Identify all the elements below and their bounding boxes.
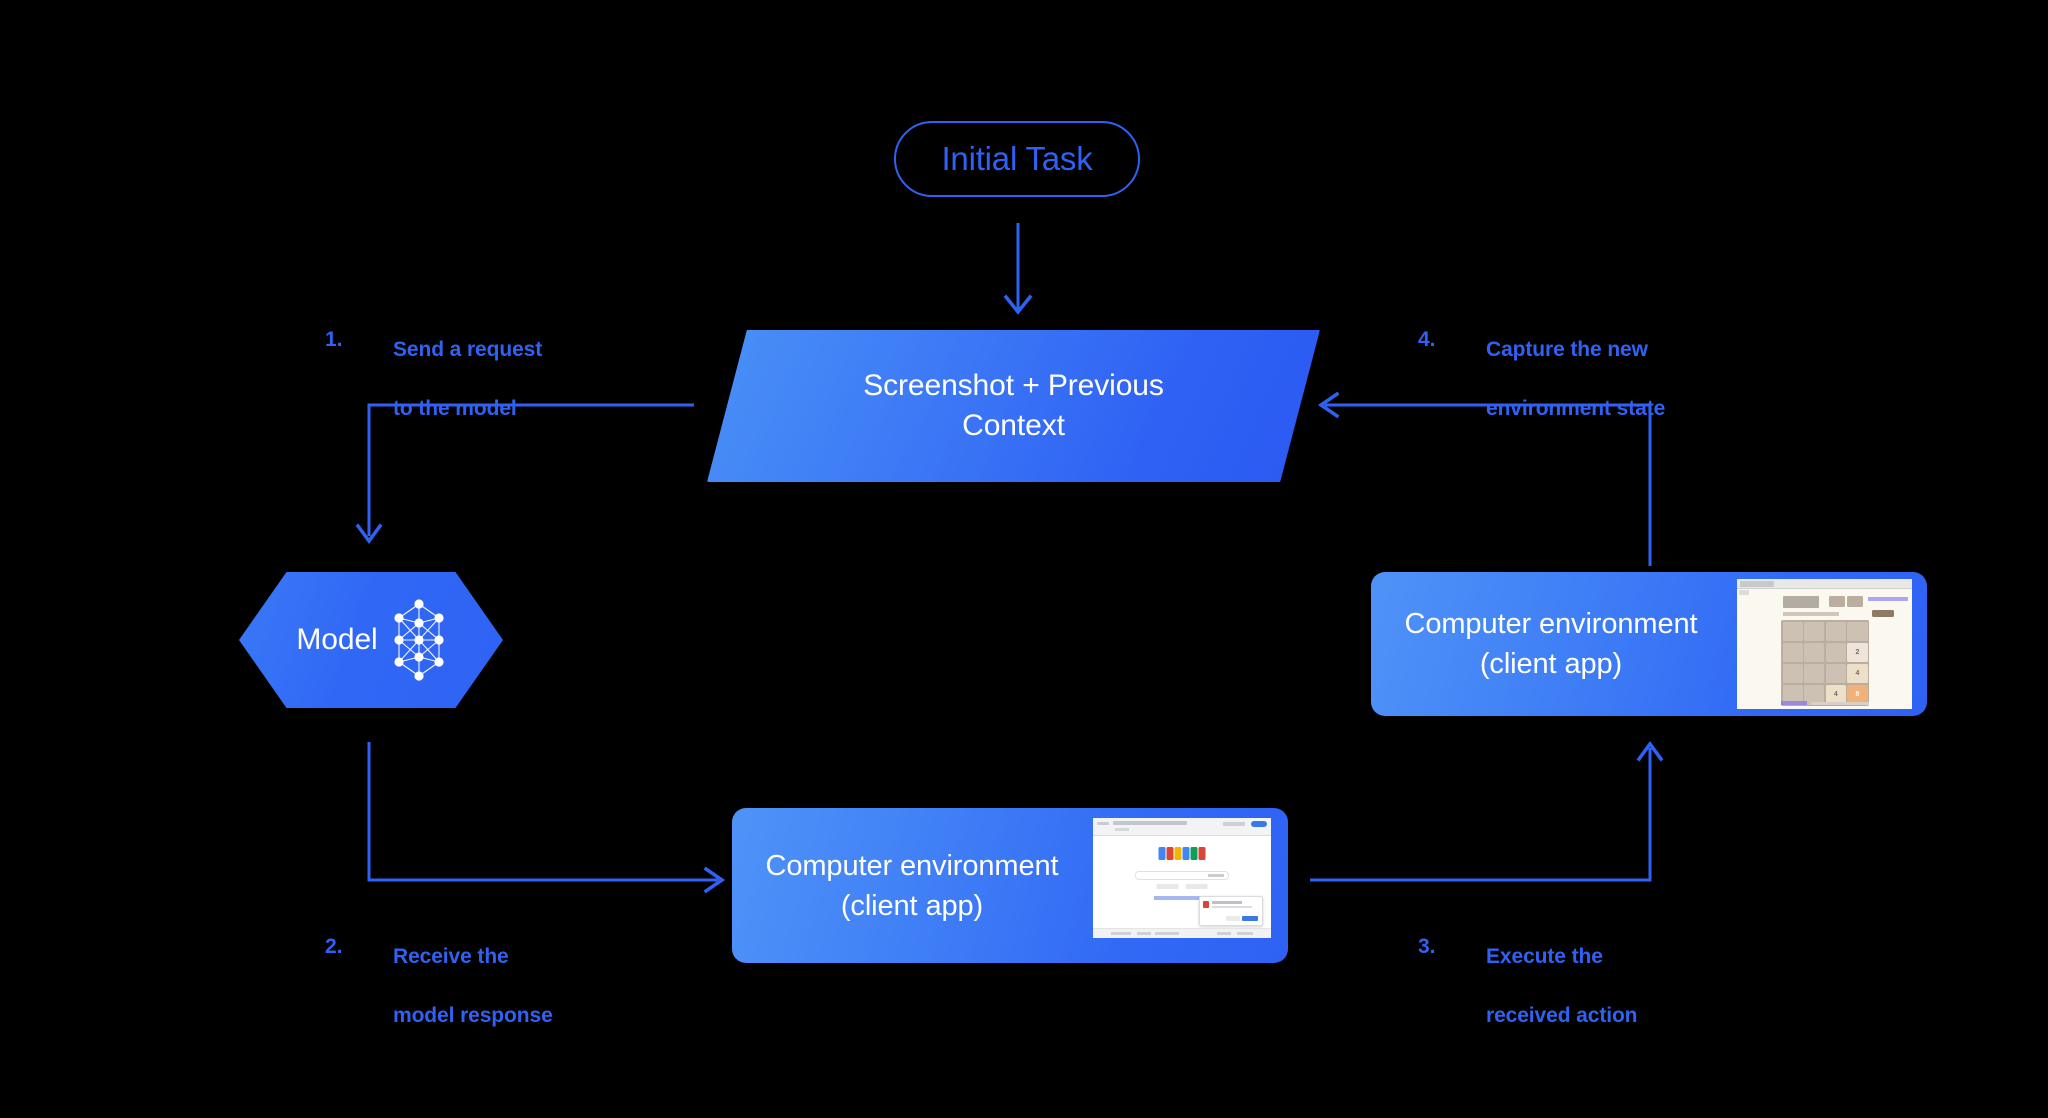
tile [1804, 684, 1825, 705]
connector-initialtask-to-context [1003, 223, 1033, 315]
tile [1804, 642, 1825, 663]
context-label-line1: Screenshot + Previous [863, 369, 1164, 403]
node-computer-environment-bottom[interactable]: Computer environment (client app) [732, 808, 1288, 963]
env-right-label: Computer environment (client app) [1371, 604, 1731, 684]
step-3-line2: received action [1486, 1004, 1638, 1028]
google-logo [1158, 847, 1206, 860]
tile [1782, 663, 1803, 684]
tile: 4 [1847, 663, 1868, 684]
step-4-number: 4. [1418, 328, 1436, 351]
node-model[interactable]: Model [239, 572, 503, 708]
step-1-number: 1. [325, 328, 343, 351]
step-3-number: 3. [1418, 935, 1436, 958]
google-offer-text [1154, 896, 1210, 900]
tile [1825, 642, 1846, 663]
tile [1804, 621, 1825, 642]
tile: 2 [1847, 642, 1868, 663]
step-3-label: 3. Execute the received action [1418, 912, 1638, 1031]
tile [1804, 663, 1825, 684]
thumbnail-google-search[interactable] [1093, 818, 1271, 938]
search-icons [1208, 874, 1224, 877]
context-label: Screenshot + Previous Context [707, 330, 1320, 482]
hexagon-shape [239, 572, 503, 708]
browser-tab-strip [1115, 828, 1129, 831]
tile: 4 [1825, 684, 1846, 705]
tile [1782, 642, 1803, 663]
game-2048-logo [1783, 596, 1819, 608]
tile [1782, 621, 1803, 642]
step-1-line1: Send a request [393, 337, 543, 361]
env-bottom-label: Computer environment (client app) [732, 845, 1092, 925]
initial-task-label: Initial Task [941, 140, 1093, 177]
step-2-line1: Receive the [393, 944, 509, 968]
avatar[interactable] [1251, 821, 1267, 827]
neural-network-icon [392, 598, 446, 682]
parallelogram-shape [707, 330, 1320, 482]
step-1-label: 1. Send a request to the model [325, 305, 542, 424]
connector-bottom-env-to-right-env [1310, 741, 1664, 882]
connector-model-to-bottom-env [367, 742, 726, 894]
google-search-input[interactable] [1135, 871, 1229, 880]
dialog-primary-button[interactable] [1242, 916, 1258, 921]
new-game-button[interactable] [1872, 610, 1894, 617]
env-right-label-line2: (client app) [1479, 648, 1623, 680]
tile [1825, 663, 1846, 684]
node-initial-task[interactable]: Initial Task [894, 121, 1140, 197]
google-search-button[interactable] [1156, 884, 1179, 889]
env-bottom-label-line2: (client app) [840, 889, 984, 922]
footer-link[interactable] [1781, 701, 1807, 705]
browser-tab [1740, 580, 1774, 587]
step-4-label: 4. Capture the new environment state [1418, 305, 1665, 424]
dialog-title [1212, 901, 1242, 904]
browser-address-chip [1739, 590, 1749, 595]
env-right-label-line1: Computer environment [1404, 607, 1698, 640]
best-score-box [1847, 596, 1863, 607]
google-dialog[interactable] [1199, 896, 1263, 926]
step-2-label: 2. Receive the model response [325, 912, 553, 1031]
game-subtitle [1783, 612, 1839, 616]
header-links[interactable] [1868, 597, 1908, 601]
step-1-line2: to the model [393, 397, 517, 421]
browser-chrome [1093, 818, 1271, 836]
step-4-line1: Capture the new [1486, 337, 1648, 361]
connector-context-to-model [355, 403, 694, 544]
step-2-number: 2. [325, 935, 343, 958]
tile [1782, 684, 1803, 705]
dialog-icon [1203, 901, 1209, 908]
tile: 8 [1847, 684, 1868, 705]
game-board[interactable]: 2 4 4 8 [1781, 620, 1869, 706]
env-bottom-label-line1: Computer environment [765, 849, 1059, 882]
footer-text [1811, 702, 1869, 705]
google-search-buttons[interactable] [1156, 884, 1208, 889]
dialog-body [1212, 906, 1252, 908]
tile [1847, 621, 1868, 642]
google-footer [1093, 928, 1271, 938]
thumbnail-2048-game[interactable]: 2 4 4 8 [1737, 579, 1912, 709]
tile [1825, 621, 1846, 642]
browser-nav-icons [1097, 822, 1109, 825]
dialog-secondary-button[interactable] [1226, 916, 1240, 921]
feeling-lucky-button[interactable] [1185, 884, 1208, 889]
node-screenshot-previous-context[interactable]: Screenshot + Previous Context [707, 330, 1320, 482]
score-box [1829, 596, 1845, 607]
step-3-line1: Execute the [1486, 944, 1603, 968]
browser-url-bar[interactable] [1113, 821, 1187, 825]
context-label-line2: Context [962, 409, 1065, 442]
step-4-line2: environment state [1486, 397, 1666, 421]
step-2-line2: model response [393, 1004, 553, 1028]
browser-toolbar-icons [1223, 822, 1245, 826]
browser-titlebar [1737, 579, 1912, 589]
model-label: Model [296, 623, 378, 656]
node-computer-environment-right[interactable]: Computer environment (client app) [1371, 572, 1927, 716]
